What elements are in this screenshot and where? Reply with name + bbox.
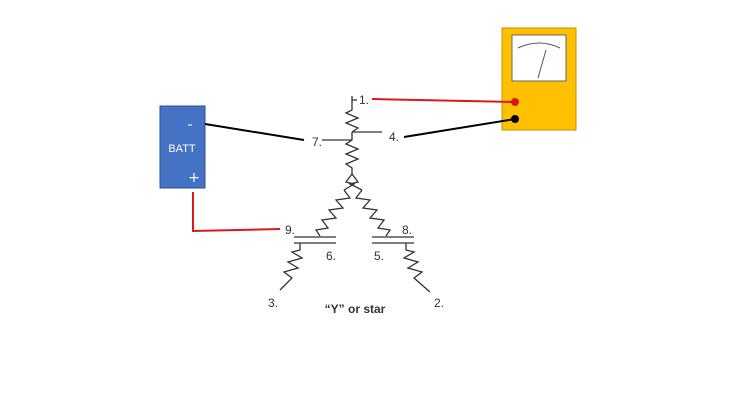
terminal-5-label: 5. (374, 249, 384, 263)
wires (192, 98, 516, 233)
battery-plus-label: + (188, 170, 200, 186)
coil-7-center (344, 132, 360, 174)
terminal-6-label: 6. (326, 249, 336, 263)
center-junction-left (343, 173, 356, 191)
battery-minus-label: - (187, 117, 192, 133)
terminal-1-label: 1. (359, 93, 369, 107)
coil-5-2 (402, 243, 431, 293)
terminal-labels: 1. 4. 7. 9. 8. 6. 5. 3. 2. (268, 93, 444, 310)
battery-body (159, 105, 206, 189)
meter-needle (537, 49, 547, 79)
coil-center-8 (354, 189, 392, 237)
terminal-4-label: 4. (389, 130, 399, 144)
terminal-7-label: 7. (312, 135, 322, 149)
terminal-9-label: 9. (285, 223, 295, 237)
terminal-2-label: 2. (434, 296, 444, 310)
meter-scale-arc (517, 42, 561, 49)
coil-6-3 (279, 243, 304, 291)
star-winding (279, 96, 431, 293)
wire-battery-minus-to-7 (204, 123, 305, 141)
terminal-8-label: 8. (402, 223, 412, 237)
center-junction-right (348, 173, 363, 191)
coil-1-4 (344, 100, 360, 133)
diagram-caption: “Y” or star (325, 302, 386, 316)
terminal-1-lead (351, 96, 357, 101)
wire-meter-negative-to-4 (403, 118, 516, 138)
battery-label: BATT (168, 143, 196, 155)
coil-center-9 (314, 189, 352, 237)
battery: - BATT + (159, 105, 206, 189)
meter (501, 27, 577, 131)
wire-meter-positive-to-1 (371, 98, 516, 103)
wire-battery-plus-to-9 (192, 192, 281, 233)
terminal-3-label: 3. (268, 296, 278, 310)
